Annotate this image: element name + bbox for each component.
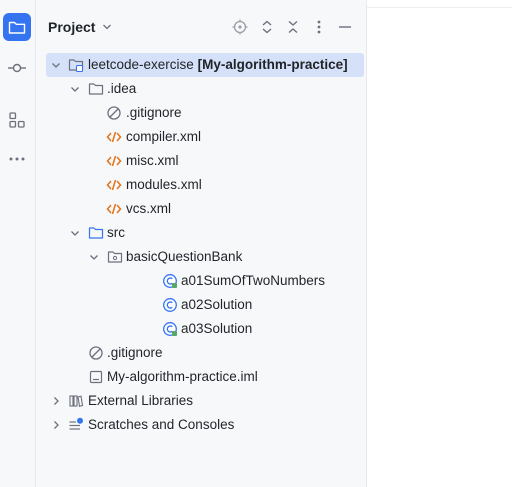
tool-window-strip bbox=[0, 0, 36, 487]
tree-label: External Libraries bbox=[88, 393, 194, 408]
tree-item-compiler-xml[interactable]: compiler.xml bbox=[46, 125, 364, 149]
library-icon bbox=[69, 395, 84, 407]
structure-icon bbox=[9, 112, 25, 128]
tree-label: .gitignore bbox=[126, 105, 182, 120]
root-module: [My-algorithm-practice] bbox=[197, 57, 348, 72]
hide-button[interactable] bbox=[337, 19, 353, 35]
tree-item-a03solution[interactable]: a03Solution bbox=[46, 317, 364, 341]
project-panel: Project bbox=[36, 0, 367, 487]
expand-all-icon bbox=[262, 20, 272, 34]
folder-icon bbox=[88, 83, 104, 95]
structure-tool-button[interactable] bbox=[3, 106, 31, 134]
chevron-down-icon[interactable] bbox=[69, 83, 81, 95]
tree-label: Scratches and Consoles bbox=[88, 417, 235, 432]
editor-area bbox=[367, 0, 512, 487]
tree-item-basicquestionbank[interactable]: basicQuestionBank bbox=[46, 245, 364, 269]
tree-label: compiler.xml bbox=[126, 129, 202, 144]
locate-button[interactable] bbox=[232, 19, 248, 35]
tree-label: modules.xml bbox=[126, 177, 202, 192]
tree-label: vcs.xml bbox=[126, 201, 171, 216]
tree-label: a01SumOfTwoNumbers bbox=[181, 273, 326, 288]
expand-all-button[interactable] bbox=[259, 19, 275, 35]
xml-file-icon bbox=[106, 155, 122, 167]
tree-item-scratches[interactable]: Scratches and Consoles bbox=[46, 413, 364, 437]
locate-icon bbox=[232, 19, 248, 35]
chevron-right-icon[interactable] bbox=[50, 395, 62, 407]
module-file-icon bbox=[89, 370, 103, 384]
collapse-all-button[interactable] bbox=[285, 19, 301, 35]
panel-title[interactable]: Project bbox=[48, 19, 96, 35]
tree-item-a01sumoftwonumbers[interactable]: a01SumOfTwoNumbers bbox=[46, 269, 364, 293]
tree-item-gitignore[interactable]: .gitignore bbox=[46, 101, 364, 125]
tree-item-a02solution[interactable]: a02Solution bbox=[46, 293, 364, 317]
chevron-down-icon[interactable] bbox=[88, 251, 100, 263]
xml-file-icon bbox=[106, 203, 122, 215]
chevron-right-icon[interactable] bbox=[50, 419, 62, 431]
java-class-icon bbox=[163, 274, 177, 288]
tree-item-idea[interactable]: .idea bbox=[46, 77, 364, 101]
options-icon bbox=[317, 20, 321, 34]
chevron-down-icon[interactable] bbox=[69, 227, 81, 239]
tree-item-gitignore-root[interactable]: .gitignore bbox=[46, 341, 364, 365]
tree-label: a03Solution bbox=[181, 321, 253, 336]
tree-item-vcs-xml[interactable]: vcs.xml bbox=[46, 197, 364, 221]
project-tool-button[interactable] bbox=[3, 13, 31, 41]
tree-item-misc-xml[interactable]: misc.xml bbox=[46, 149, 364, 173]
tree-item-external-libraries[interactable]: External Libraries bbox=[46, 389, 364, 413]
divider bbox=[367, 7, 512, 8]
source-folder-icon bbox=[88, 227, 104, 239]
tree-item-src[interactable]: src bbox=[46, 221, 364, 245]
scratches-icon bbox=[69, 417, 83, 430]
more-tool-windows-button[interactable] bbox=[3, 145, 31, 173]
tree-label: My-algorithm-practice.iml bbox=[107, 369, 258, 384]
tree-label: src bbox=[107, 225, 125, 240]
ignored-file-icon bbox=[89, 346, 103, 360]
tree-label: .idea bbox=[107, 81, 137, 96]
package-icon bbox=[107, 251, 123, 263]
module-folder-icon bbox=[68, 59, 84, 73]
chevron-down-icon[interactable] bbox=[102, 23, 112, 31]
more-icon bbox=[9, 157, 25, 161]
tree-item-modules-xml[interactable]: modules.xml bbox=[46, 173, 364, 197]
xml-file-icon bbox=[106, 179, 122, 191]
project-folder-icon bbox=[8, 21, 26, 34]
tree-label: basicQuestionBank bbox=[126, 249, 243, 264]
tree-item-iml[interactable]: My-algorithm-practice.iml bbox=[46, 365, 364, 389]
collapse-all-icon bbox=[288, 20, 298, 34]
commit-icon bbox=[8, 63, 26, 73]
hide-icon bbox=[339, 26, 351, 28]
tree-label: .gitignore bbox=[107, 345, 163, 360]
commit-tool-button[interactable] bbox=[3, 54, 31, 82]
root-name: leetcode-exercise bbox=[88, 57, 194, 72]
tree-label: a02Solution bbox=[181, 297, 253, 312]
tree-item-root[interactable]: leetcode-exercise [My-algorithm-practice… bbox=[46, 53, 364, 77]
java-class-icon bbox=[163, 322, 177, 336]
xml-file-icon bbox=[106, 131, 122, 143]
chevron-down-icon[interactable] bbox=[50, 59, 62, 71]
panel-header: Project bbox=[36, 0, 366, 56]
tree-label: misc.xml bbox=[126, 153, 179, 168]
java-class-icon bbox=[163, 298, 177, 312]
options-button[interactable] bbox=[311, 19, 327, 35]
ignored-file-icon bbox=[107, 106, 121, 120]
